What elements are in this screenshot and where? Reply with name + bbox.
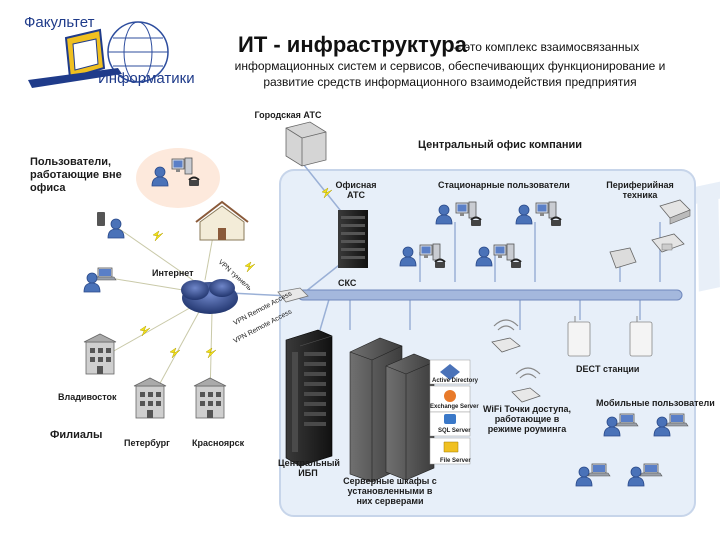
scs-bus [297,289,683,301]
wifi-ap-icon [491,319,521,353]
label-city-pbx: Городская АТС [254,110,322,120]
branch-building-krasnoyarsk [193,377,227,419]
logo-text-line1: Факультет [24,14,95,31]
ups-rack-icon [285,329,333,467]
internet-cloud-icon [181,279,238,314]
label-mobile-users: Мобильные пользователи [596,398,715,408]
printer-icon [659,199,691,225]
branch-building-vladivostok [83,333,117,375]
home-icon [195,200,249,241]
scanner-icon [609,247,637,269]
remote-user-pda [97,212,125,239]
label-active-directory: Active Directory [432,378,479,384]
label-scs: СКС [338,278,357,288]
label-exchange-server: Exchange Server [430,404,479,410]
label-stationary-users: Стационарные пользователи [438,180,570,190]
label-vladivostok: Владивосток [58,392,117,402]
server-rack-icon [385,353,435,481]
fax-icon [651,233,685,253]
label-server-racks: Серверные шкафы с установленными в них с… [343,476,437,506]
label-branches: Филиалы [50,429,103,441]
server-role-icons [429,359,471,465]
router-icon [277,287,309,303]
label-file-server: File Server [440,458,471,464]
office-pbx-icon [338,210,368,268]
label-peripheral: Периферийная техника [606,180,674,200]
city-pbx-icon [285,121,327,167]
label-sql-server: SQL Server [438,428,471,434]
label-remote-users: Пользователи, работающие вне офиса [30,156,122,194]
page-subtitle: информационных систем и сервисов, обеспе… [234,59,666,89]
label-petersburg: Петербург [124,438,170,448]
lightning-icon [244,261,256,273]
remote-user-laptop [83,267,117,293]
label-dect: DECT станции [576,364,640,374]
logo-text-line2: Информатики [98,70,195,87]
label-ups: Центральный ИБП [278,458,340,478]
label-krasnoyarsk: Красноярск [192,438,245,448]
label-office-pbx: Офисная АТС [335,180,377,200]
home-zone [136,148,220,208]
title-tail: – это комплекс взаимосвязанных [454,40,640,54]
wifi-ap-icon [511,367,541,403]
dect-station-icon [567,316,591,357]
label-internet: Интернет [152,268,194,278]
dect-station-icon [629,316,653,357]
page-title: ИТ - инфраструктура [238,32,467,57]
lightning-icon [152,230,164,242]
branch-building-petersburg [133,377,167,419]
logo-graphic [28,21,169,88]
label-office-title: Центральный офис компании [418,139,583,151]
label-wifi: WiFi Точки доступа, работающие в режиме … [482,404,572,434]
